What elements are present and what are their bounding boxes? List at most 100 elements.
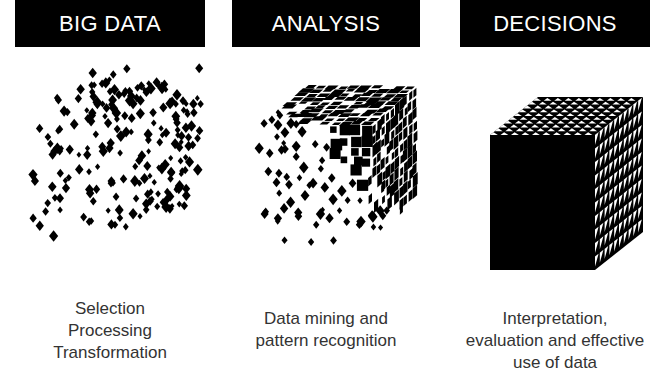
- cube-piece: [107, 138, 115, 148]
- cube-piece: [567, 113, 575, 116]
- cube-piece: [308, 238, 314, 246]
- cube-piece: [36, 221, 44, 231]
- cube-piece: [605, 138, 609, 151]
- cube-piece: [516, 128, 524, 131]
- cube-piece: [371, 223, 377, 230]
- cube-piece: [546, 121, 554, 124]
- cube-piece: [619, 208, 623, 221]
- cube-piece: [368, 175, 372, 187]
- cube-piece: [167, 168, 175, 178]
- cube-piece: [101, 77, 110, 88]
- cube-piece: [545, 106, 553, 109]
- cube-piece: [310, 102, 321, 105]
- cube-piece: [372, 113, 384, 116]
- cube-piece: [582, 109, 590, 112]
- cube-piece: [576, 106, 584, 109]
- cube-piece: [495, 128, 503, 131]
- cube-piece: [540, 109, 548, 112]
- cube-piece: [147, 173, 152, 179]
- cube-piece: [614, 158, 618, 171]
- cube-piece: [378, 224, 383, 230]
- cube-piece: [123, 64, 130, 73]
- cube-piece: [298, 126, 307, 137]
- cube-piece: [56, 193, 64, 203]
- cube-piece: [128, 113, 136, 123]
- cube-piece: [614, 198, 618, 211]
- cube-piece: [354, 157, 363, 166]
- cube-piece: [155, 190, 161, 197]
- cube-piece: [573, 125, 581, 128]
- cube-piece: [400, 143, 403, 153]
- cube-piece: [56, 125, 63, 134]
- cube-piece: [399, 91, 409, 94]
- cube-piece: [614, 144, 618, 157]
- cube-piece: [490, 135, 595, 270]
- cube-piece: [565, 98, 573, 101]
- cube-piece: [323, 143, 330, 152]
- cube-piece: [86, 168, 92, 175]
- cube-piece: [127, 91, 136, 102]
- cube-piece: [306, 182, 312, 189]
- cube-piece: [112, 221, 118, 229]
- cube-piece: [387, 196, 392, 211]
- cube-piece: [185, 156, 194, 167]
- cube-piece: [361, 93, 374, 96]
- cube-piece: [83, 150, 91, 160]
- cube-piece: [152, 179, 157, 186]
- cube-piece: [49, 230, 58, 242]
- cube-piece: [628, 98, 636, 101]
- cube-piece: [86, 188, 94, 199]
- cube-piece: [629, 146, 633, 159]
- cube-piece: [143, 161, 151, 171]
- cube-piece: [633, 210, 637, 223]
- cube-piece: [595, 97, 643, 270]
- cube-piece: [624, 136, 628, 149]
- cube-piece: [598, 113, 606, 116]
- cube-piece: [603, 109, 611, 112]
- cube-piece: [324, 118, 334, 121]
- cube-piece: [604, 117, 612, 120]
- cube-piece: [408, 179, 411, 190]
- cube-piece: [638, 220, 642, 233]
- cube-piece: [281, 144, 289, 153]
- cube-piece: [614, 225, 618, 238]
- cube-piece: [328, 193, 337, 205]
- cube-piece: [159, 125, 164, 132]
- cube-piece: [352, 94, 362, 97]
- cube-piece: [323, 97, 336, 100]
- cube-piece: [629, 173, 633, 186]
- cube-piece: [274, 133, 280, 140]
- cube-piece: [594, 125, 602, 128]
- cube-piece: [377, 163, 381, 175]
- cube-piece: [320, 122, 331, 125]
- cube-piece: [351, 137, 362, 147]
- cube-piece: [373, 157, 376, 167]
- cube-piece: [146, 148, 151, 154]
- cube-piece: [403, 180, 407, 195]
- cube-piece: [374, 199, 378, 213]
- cube-piece: [342, 109, 354, 112]
- cube-piece: [395, 147, 398, 158]
- cube-piece: [322, 110, 334, 113]
- cube-piece: [362, 126, 372, 136]
- forming-cube: [255, 85, 418, 246]
- cube-piece: [568, 128, 576, 131]
- cube-piece: [550, 109, 558, 112]
- cube-piece: [570, 102, 578, 105]
- cube-piece: [555, 106, 563, 109]
- cube-piece: [613, 109, 621, 112]
- cube-piece: [117, 214, 124, 222]
- cube-piece: [390, 173, 394, 186]
- cube-piece: [619, 167, 623, 180]
- cube-piece: [189, 141, 196, 150]
- cube-piece: [560, 102, 568, 105]
- cube-piece: [599, 121, 607, 124]
- cube-piece: [340, 138, 348, 146]
- cube-piece: [399, 177, 402, 187]
- cube-piece: [564, 132, 572, 135]
- cube-piece: [624, 109, 628, 122]
- cube-piece: [614, 212, 618, 225]
- cube-piece: [404, 87, 414, 90]
- cube-piece: [372, 124, 375, 135]
- cube-piece: [605, 192, 609, 205]
